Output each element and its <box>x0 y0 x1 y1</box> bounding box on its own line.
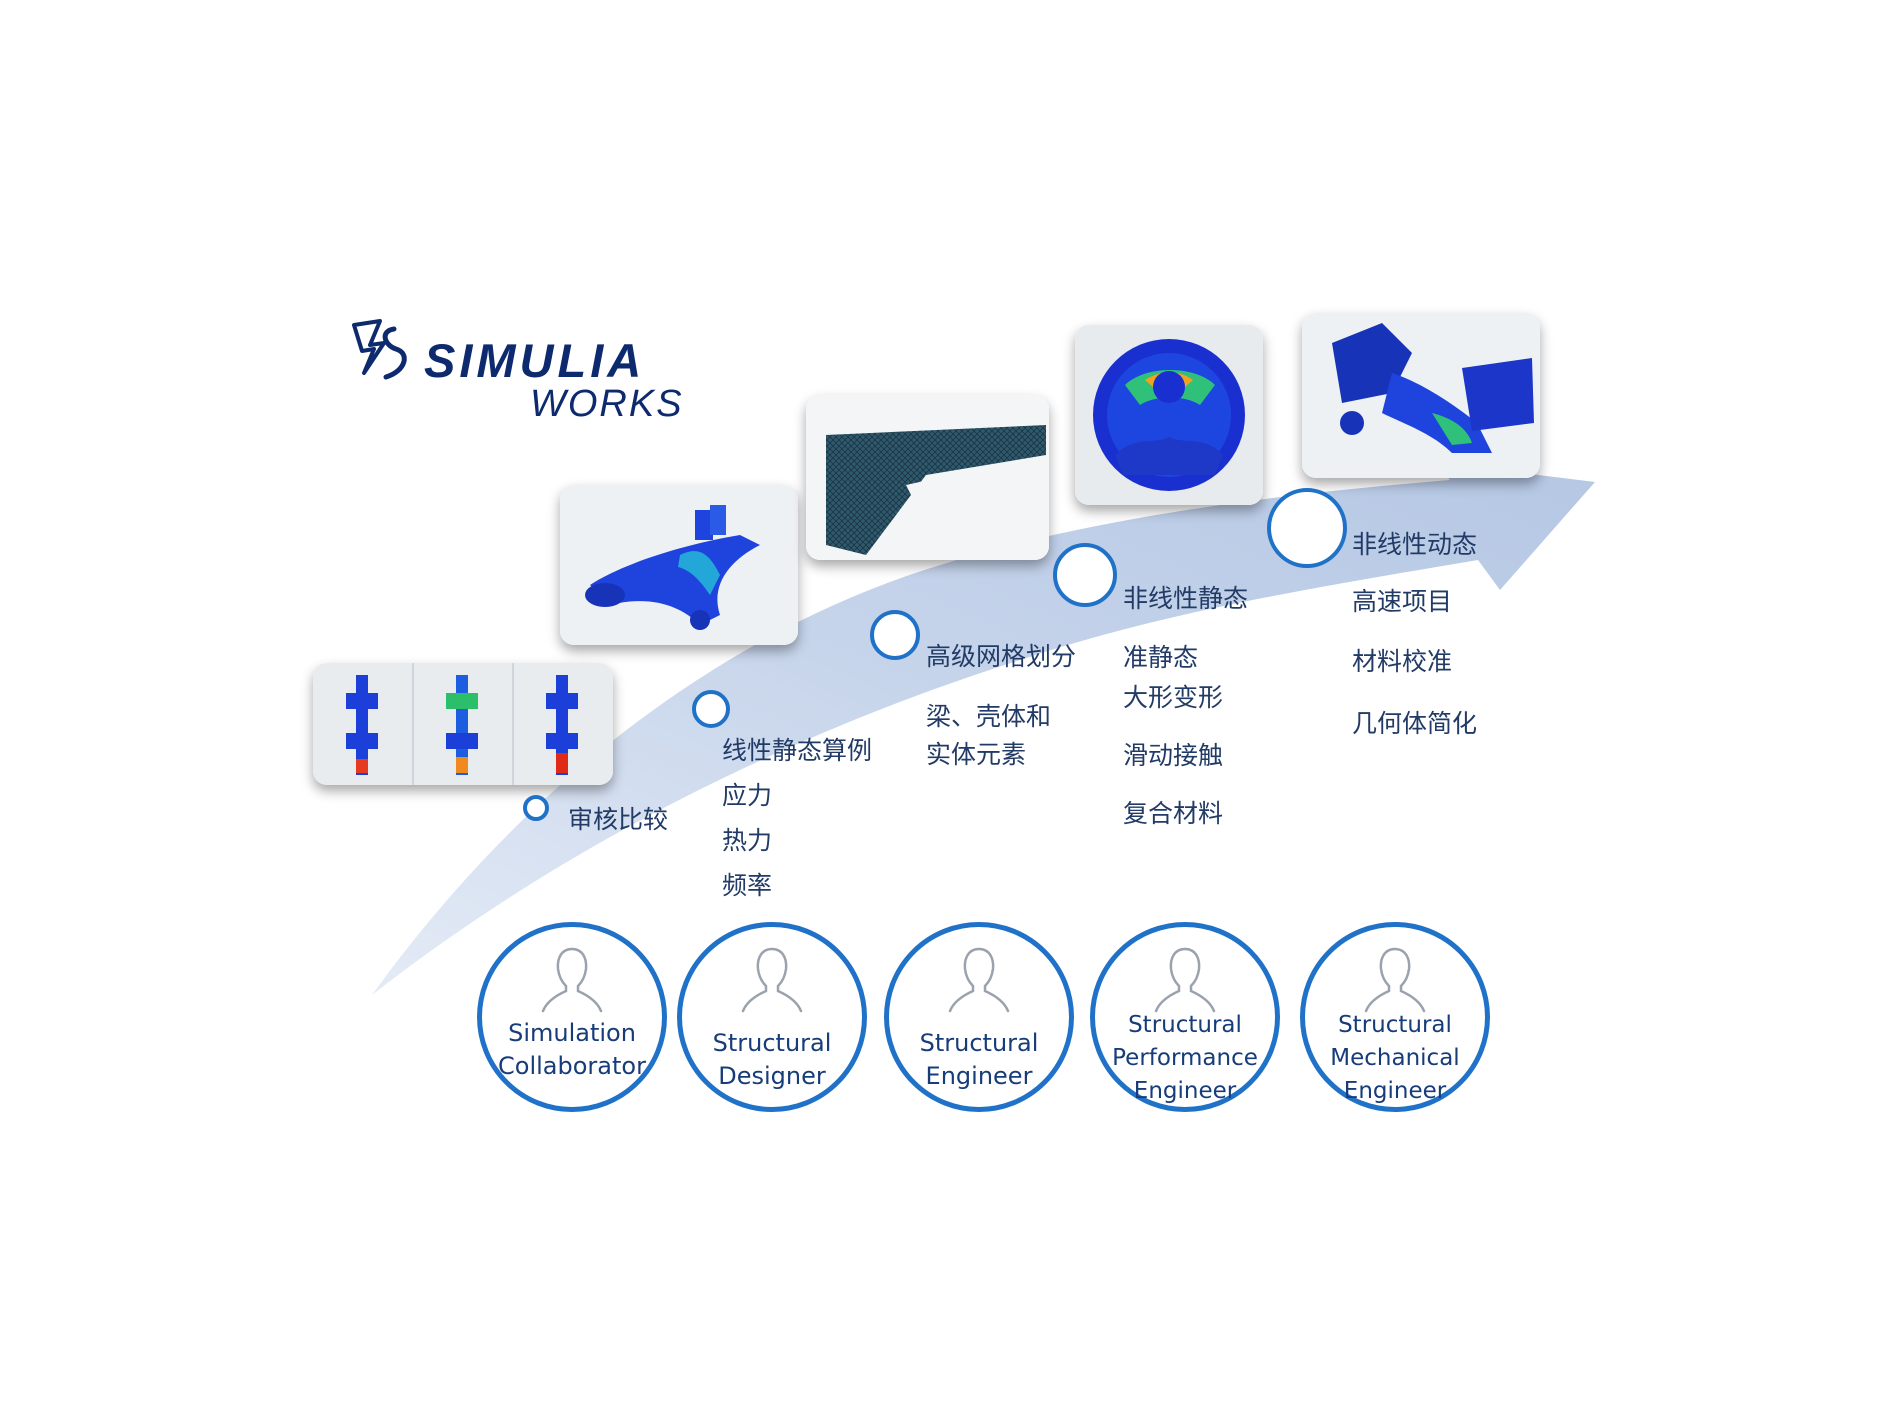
feature-item: 高级网格划分 <box>926 642 1077 671</box>
stage-3-features: 高级网格划分 梁、壳体和 实体元素 <box>926 640 1076 774</box>
feature-item: 应力 <box>722 781 773 810</box>
stage-2-features: 线性静态算例 应力 热力 频率 <box>722 728 872 908</box>
role-label: Simulation Collaborator <box>498 1019 646 1080</box>
thumbnail-nonlinear-dynamic-assembly <box>1302 313 1540 478</box>
logo-subtitle: WORKS <box>530 383 684 425</box>
feature-item: 实体元素 <box>926 740 1027 769</box>
thumbnail-linear-static-part <box>560 485 798 645</box>
thumbnail-review-comparison <box>313 663 613 785</box>
3ds-logo-icon <box>352 319 407 380</box>
role-structural-engineer: Structural Engineer <box>884 922 1074 1112</box>
logo-name: SIMULIA <box>424 334 646 387</box>
person-icon <box>948 947 1010 1013</box>
milestone-circle-1 <box>523 795 549 821</box>
feature-item: 大形变形 <box>1123 683 1224 712</box>
feature-item: 非线性静态 <box>1123 584 1249 613</box>
milestone-circle-2 <box>692 690 730 728</box>
milestone-circle-3 <box>870 610 920 660</box>
feature-item: 几何体简化 <box>1352 709 1478 738</box>
role-label: Structural Mechanical Engineer <box>1330 1012 1460 1104</box>
person-icon <box>541 947 603 1013</box>
role-structural-performance-engineer: Structural Performance Engineer <box>1090 922 1280 1112</box>
role-structural-designer: Structural Designer <box>677 922 867 1112</box>
person-icon <box>1154 947 1216 1013</box>
feature-item: 复合材料 <box>1123 799 1224 828</box>
thumbnail-nonlinear-static-wheel <box>1075 325 1263 505</box>
feature-item: 高速项目 <box>1352 587 1453 616</box>
role-label: Structural Engineer <box>919 1029 1039 1090</box>
person-icon <box>741 947 803 1013</box>
feature-item: 审核比较 <box>568 805 669 834</box>
feature-item: 频率 <box>722 871 773 900</box>
person-icon <box>1364 947 1426 1013</box>
feature-item: 热力 <box>722 826 773 855</box>
role-label: Structural Designer <box>712 1029 832 1090</box>
feature-item: 非线性动态 <box>1352 530 1478 559</box>
stage-1-features: 审核比较 <box>568 800 668 836</box>
feature-item: 梁、壳体和 <box>926 702 1052 731</box>
role-simulation-collaborator: Simulation Collaborator <box>477 922 667 1112</box>
stage-5-features: 非线性动态 高速项目 材料校准 几何体简化 <box>1352 525 1477 744</box>
feature-item: 准静态 <box>1123 643 1199 672</box>
stage-4-features: 非线性静态 准静态 大形变形 滑动接触 复合材料 <box>1123 582 1248 834</box>
milestone-circle-4 <box>1053 543 1117 607</box>
role-label: Structural Performance Engineer <box>1112 1012 1258 1104</box>
milestone-circle-5 <box>1267 488 1347 568</box>
feature-item: 线性静态算例 <box>722 736 873 765</box>
thumbnail-mesh-part <box>806 395 1049 560</box>
role-structural-mechanical-engineer: Structural Mechanical Engineer <box>1300 922 1490 1112</box>
feature-item: 滑动接触 <box>1123 741 1224 770</box>
feature-item: 材料校准 <box>1352 647 1453 676</box>
